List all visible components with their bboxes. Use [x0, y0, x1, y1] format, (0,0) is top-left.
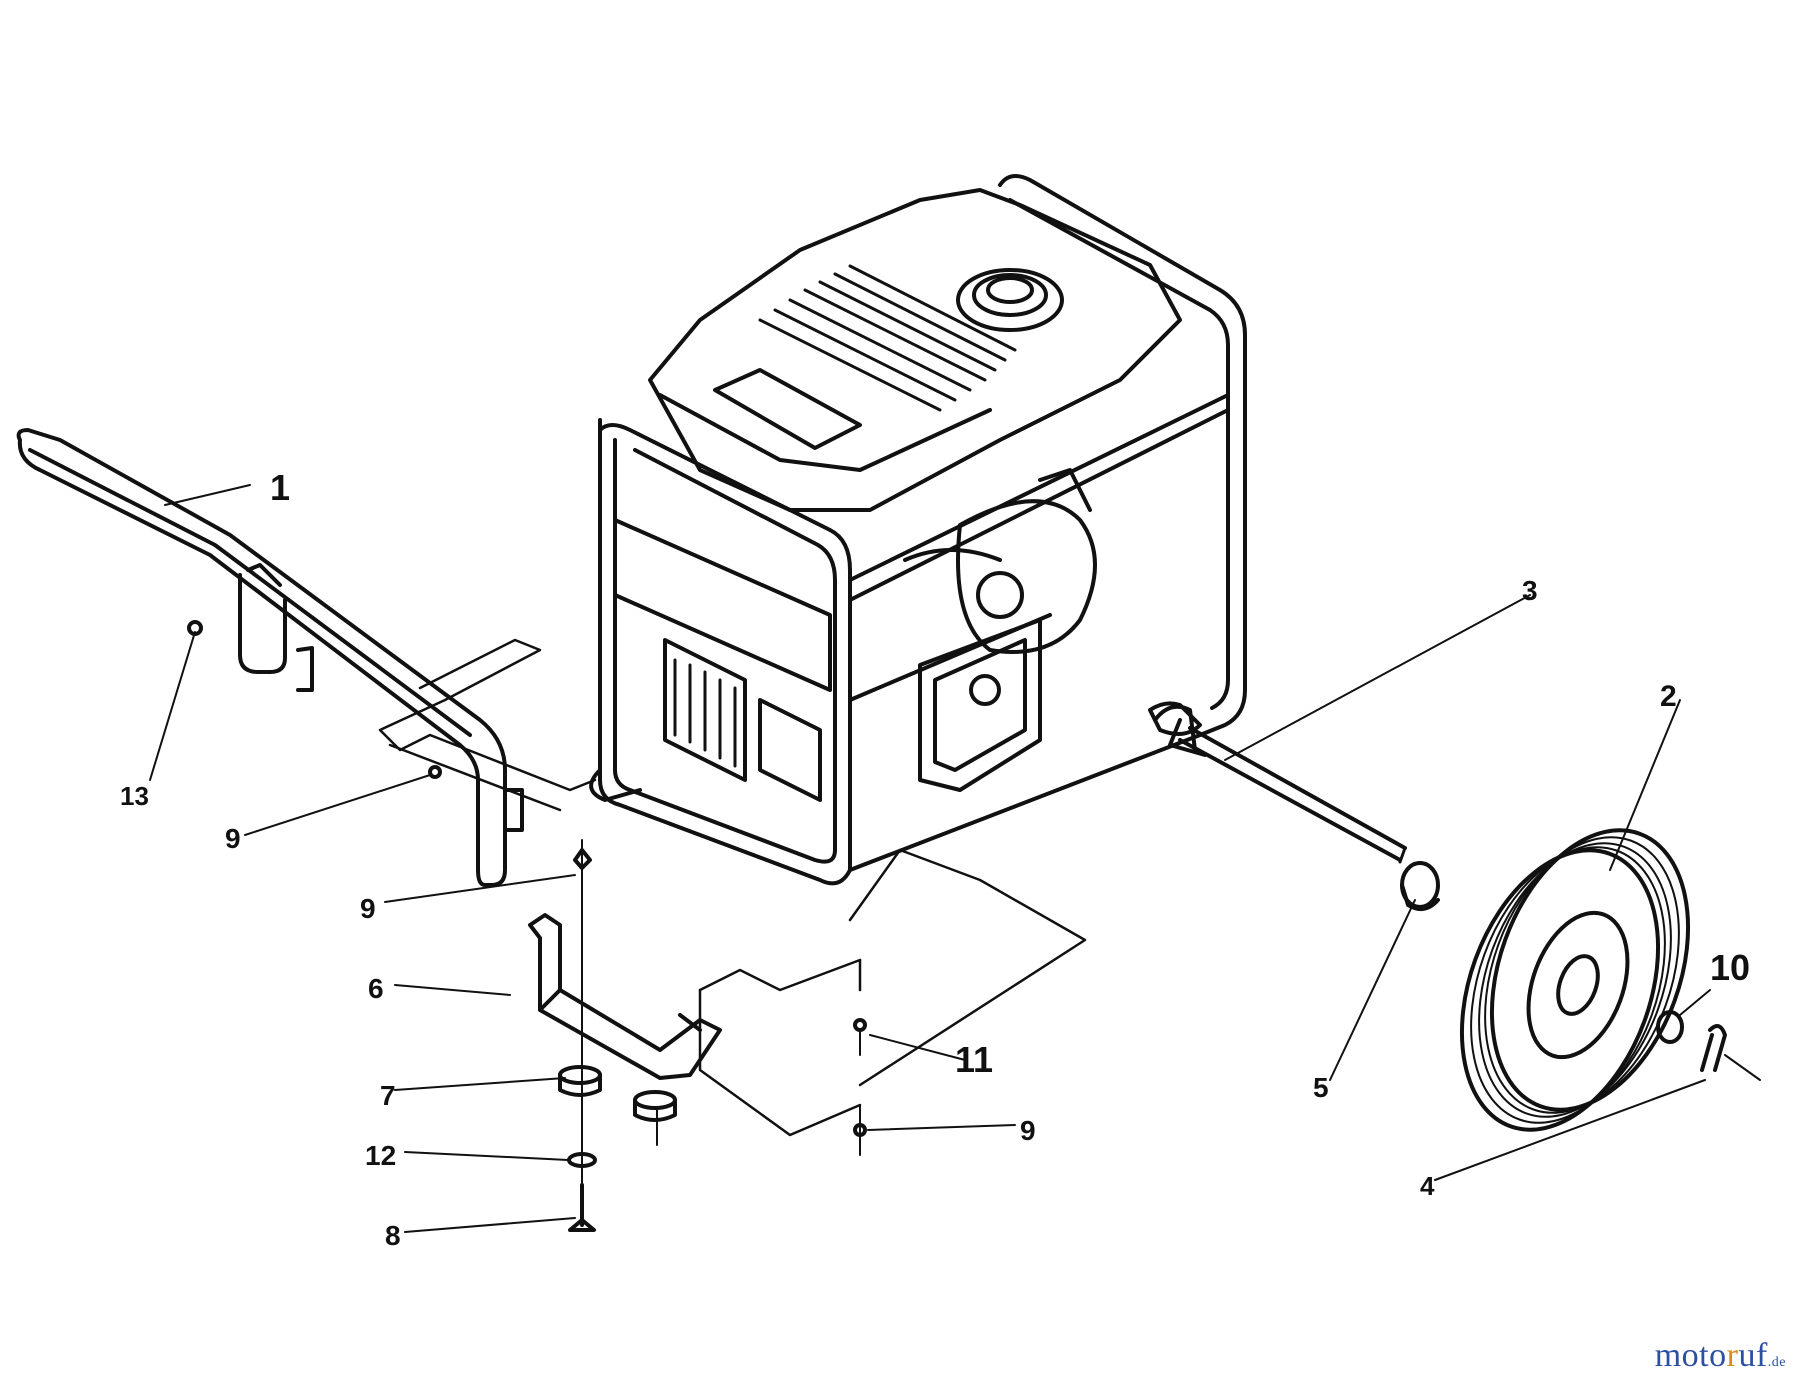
callout-7: 7 [380, 1080, 396, 1111]
callout-9-top: 9 [360, 893, 376, 924]
watermark-part-1: moto [1654, 1337, 1727, 1374]
phantom-outline [378, 638, 1087, 1137]
callout-10: 10 [1710, 947, 1750, 988]
callout-4: 4 [1420, 1171, 1435, 1201]
callout-6: 6 [368, 973, 384, 1004]
callout-3: 3 [1522, 575, 1538, 606]
callout-labels: 1 2 3 4 5 6 7 8 9 9 9 9 10 11 12 13 [120, 467, 1750, 1251]
watermark-logo: motoruf.de [1655, 1337, 1786, 1375]
wheel-drawing [1400, 828, 1761, 1132]
generator-drawing [589, 174, 1247, 886]
callout-2: 2 [1660, 680, 1677, 713]
callout-13: 13 [120, 781, 149, 811]
watermark-part-4: .de [1767, 1355, 1786, 1370]
callout-5: 5 [1313, 1072, 1329, 1103]
handle-drawing [16, 428, 524, 887]
axle-drawing [1148, 701, 1407, 864]
callout-1: 1 [270, 467, 290, 508]
callout-8: 8 [385, 1220, 401, 1251]
leader-lines [149, 484, 1711, 1233]
watermark-part-2: r [1726, 1337, 1739, 1374]
callout-11: 11 [955, 1039, 993, 1080]
callout-9-handle: 9 [225, 823, 241, 854]
callout-12: 12 [365, 1140, 396, 1171]
watermark-part-3: uf [1738, 1337, 1768, 1374]
bracket-drawing [187, 620, 867, 1232]
callout-9-right: 9 [1020, 1115, 1036, 1146]
